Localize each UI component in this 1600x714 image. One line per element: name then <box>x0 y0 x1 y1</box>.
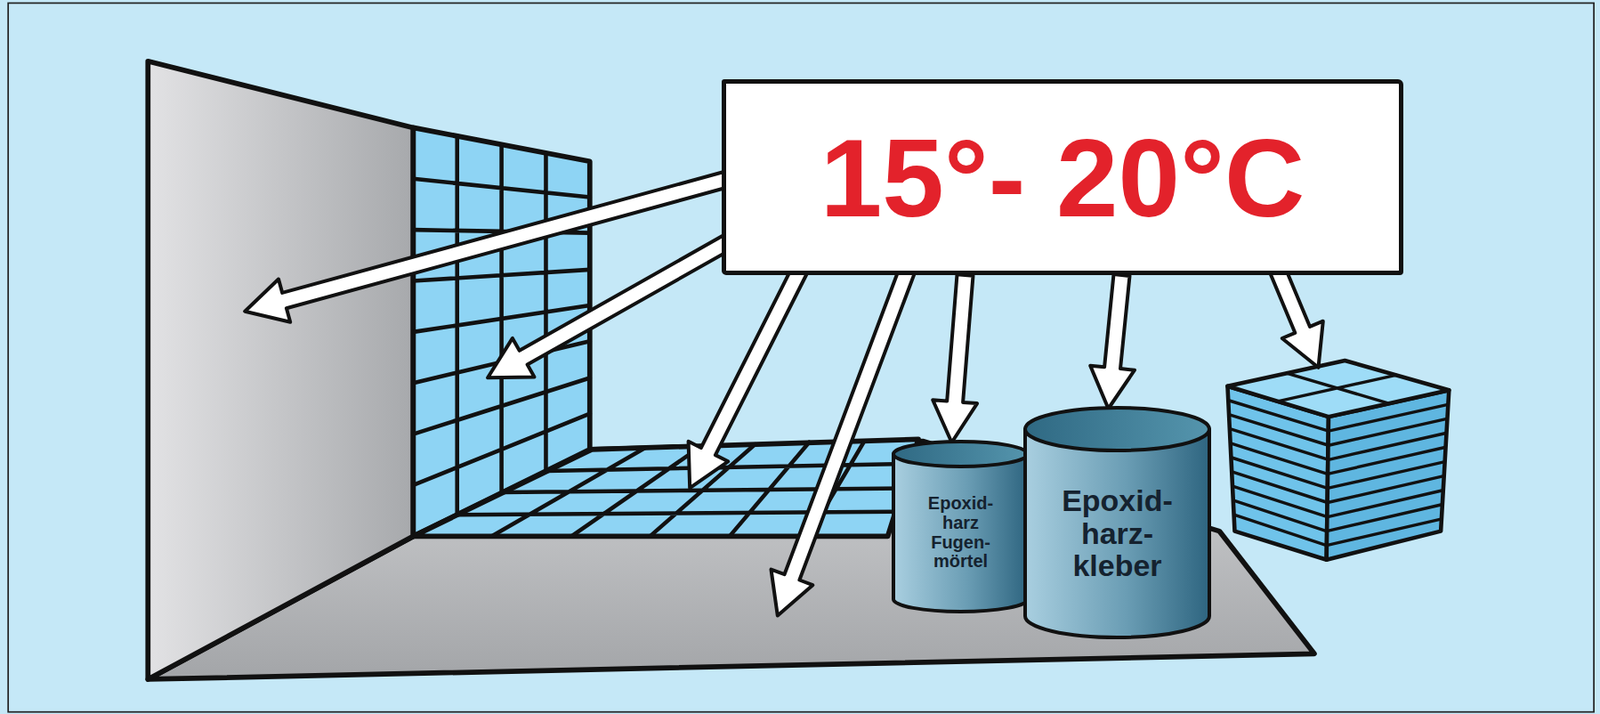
connector-arrow <box>932 274 978 443</box>
bucket-label: Epoxid- harz Fugen- mörtel <box>916 470 1006 595</box>
frame <box>8 2 1594 712</box>
tile-stack-layers <box>1228 400 1449 546</box>
temperature-banner: 15°- 20°C <box>721 79 1404 275</box>
bucket-body <box>1025 428 1210 638</box>
connector-arrow <box>1090 274 1135 409</box>
tile-stack-top <box>1227 360 1449 417</box>
resin-bucket: Epoxid- harz- kleber <box>1022 404 1213 640</box>
pointer-arrow <box>487 219 760 379</box>
side-wall <box>147 61 413 679</box>
resin-bucket: Epoxid- harz Fugen- mörtel <box>890 438 1031 615</box>
pointer-arrow <box>688 263 809 488</box>
bucket-lid <box>893 441 1028 467</box>
temperature-label: 15°- 20°C <box>820 121 1306 234</box>
bucket-label: Epoxid- harz- kleber <box>1050 454 1185 612</box>
bucket-lid <box>1025 407 1210 451</box>
pointer-arrow <box>244 163 758 323</box>
tile-stack-top-grid <box>1277 372 1398 404</box>
bucket-body <box>893 453 1028 612</box>
